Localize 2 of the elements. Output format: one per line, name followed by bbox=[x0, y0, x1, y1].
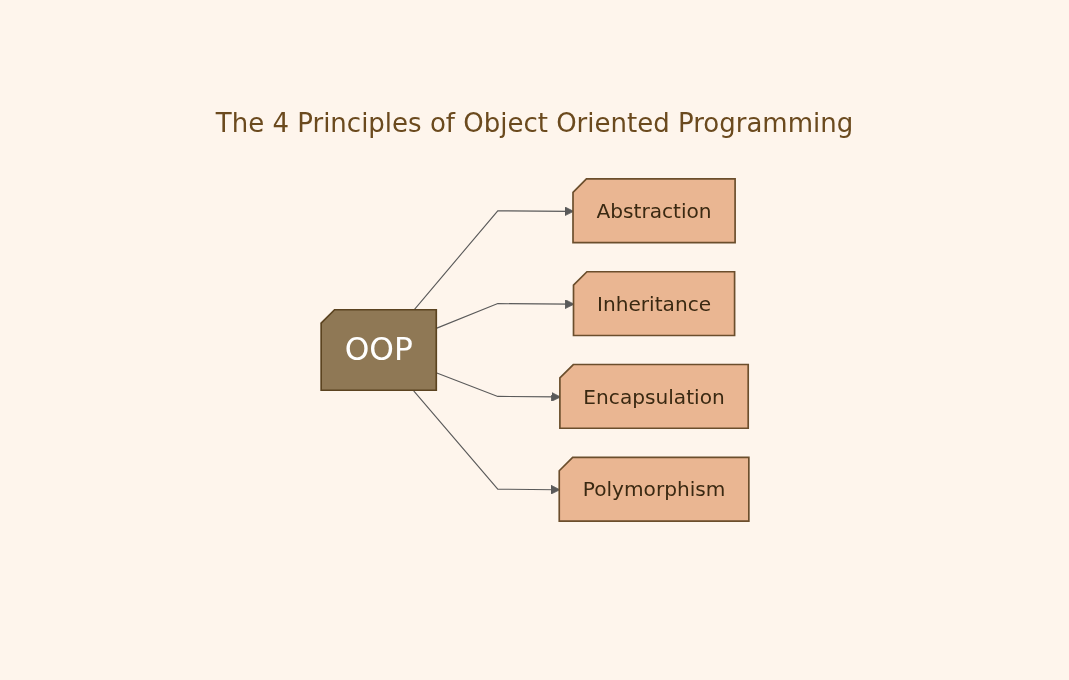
arrow bbox=[413, 206, 574, 311]
diagram-title: The 4 Principles of Object Oriented Programming bbox=[215, 108, 854, 140]
